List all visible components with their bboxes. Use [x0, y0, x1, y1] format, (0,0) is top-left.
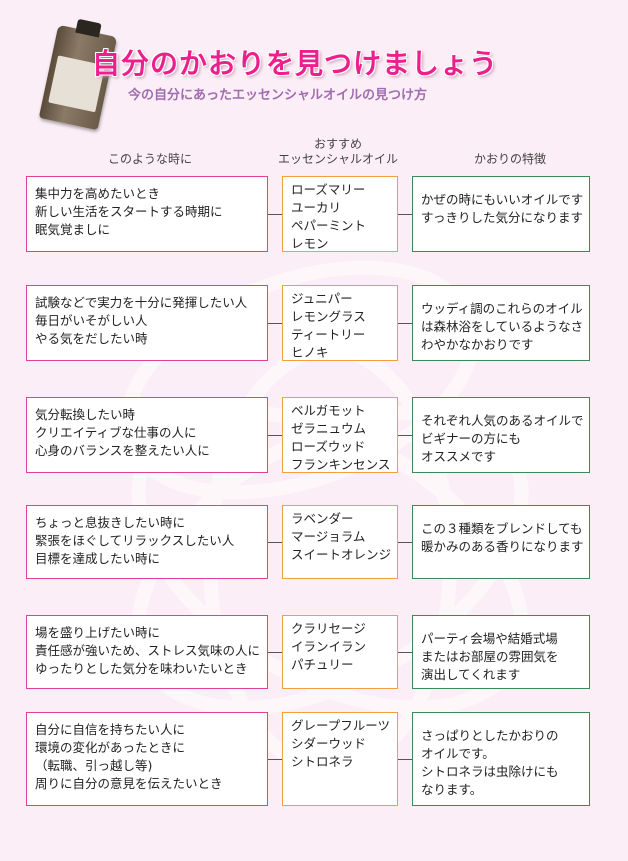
- situation-box: 自分に自信を持ちたい人に環境の変化があったときに （転職、引っ越し等) 周りに自分の…: [26, 712, 268, 806]
- oil-box-line: ベルガモット: [291, 403, 366, 418]
- situation-box: 場を盛り上げたい時に責任感が強いため、ストレス気味の人にゆったりとした気分を味わ…: [26, 615, 268, 689]
- connector-line: [398, 323, 412, 324]
- situation-box-line: 眠気覚ましに: [35, 222, 111, 237]
- feature-box-line: さっぱりとしたかおりの: [421, 728, 559, 743]
- oil-box-line: ジュニパー: [291, 291, 353, 306]
- page-subtitle: 今の自分にあったエッセンシャルオイルの見つけ方: [128, 88, 428, 103]
- feature-box-line: すっきりした気分になります: [421, 210, 584, 225]
- connector-line: [398, 652, 412, 653]
- connector-line: [268, 759, 282, 760]
- feature-box-line: かぜの時にもいいオイルです: [421, 192, 584, 207]
- connector-line: [268, 323, 282, 324]
- oil-box-line: スイートオレンジ: [291, 547, 392, 562]
- feature-box: パーティ会場や結婚式場またはお部屋の雰囲気を演出してくれます: [412, 615, 590, 689]
- column-header-oil: おすすめ エッセンシャルオイル: [258, 137, 418, 167]
- situation-box-line: 集中力を高めたいとき: [35, 186, 161, 201]
- feature-box-line: ビギナーの方にも: [421, 431, 522, 446]
- situation-box: 気分転換したい時クリエイティブな仕事の人に心身のバランスを整えたい人に: [26, 397, 268, 473]
- oil-box-line: ラベンダー: [291, 511, 354, 526]
- oil-box-line: シダーウッド: [291, 736, 367, 751]
- oil-box-line: ローズマリー: [291, 182, 366, 197]
- connector-line: [268, 435, 282, 436]
- oil-box: ローズマリーユーカリペパーミントレモン: [282, 176, 398, 252]
- feature-box-line: またはお部屋の雰囲気を: [421, 649, 559, 664]
- feature-box: かぜの時にもいいオイルですすっきりした気分になります: [412, 176, 590, 252]
- oil-box-line: ヒノキ: [291, 345, 329, 360]
- oil-box-line: マージョラム: [291, 529, 366, 544]
- feature-box-line: それぞれ人気のあるオイルで: [421, 413, 584, 428]
- situation-box-line: 心身のバランスを整えたい人に: [35, 443, 210, 458]
- feature-box-line: この３種類をブレンドしても: [421, 521, 583, 536]
- oil-box: ラベンダーマージョラムスイートオレンジ: [282, 505, 398, 579]
- connector-line: [398, 214, 412, 215]
- situation-box-line: 環境の変化があったときに: [35, 740, 186, 755]
- situation-box-line: やる気をだしたい時: [35, 331, 148, 346]
- oil-box-line: レモングラス: [291, 309, 366, 324]
- situation-box-line: 自分に自信を持ちたい人に: [35, 722, 186, 737]
- connector-line: [398, 435, 412, 436]
- situation-box-line: 責任感が強いため、ストレス気味の人に: [35, 643, 261, 658]
- connector-line: [398, 759, 412, 760]
- connector-line: [398, 542, 412, 543]
- oil-box-line: レモン: [291, 236, 329, 251]
- feature-box-line: ウッディ調のこれらのオイル: [421, 301, 583, 316]
- oil-box-line: ティートリー: [291, 327, 366, 342]
- oil-box-line: ペパーミント: [291, 218, 367, 233]
- oil-box-line: イランイラン: [291, 639, 367, 654]
- situation-box: 集中力を高めたいとき新しい生活をスタートする時期に眠気覚ましに: [26, 176, 268, 252]
- situation-box-line: 場を盛り上げたい時に: [35, 625, 161, 640]
- feature-box-line: シトロネラは虫除けにも: [421, 764, 559, 779]
- feature-box-line: 暖かみのある香りになります: [421, 539, 584, 554]
- oil-box-line: ゼラニュウム: [291, 421, 367, 436]
- situation-box: ちょっと息抜きしたい時に緊張をほぐしてリラックスしたい人目標を達成したい時に: [26, 505, 268, 579]
- oil-box: クラリセージイランイランパチュリー: [282, 615, 398, 689]
- feature-box-line: なります。: [421, 782, 483, 797]
- oil-box-line: グレープフルーツ: [291, 718, 391, 733]
- oil-box-line: パチュリー: [291, 657, 354, 672]
- oil-box-line: ユーカリ: [291, 200, 342, 215]
- oil-box-line: シトロネラ: [291, 754, 354, 769]
- situation-box-line: 目標を達成したい時に: [35, 551, 161, 566]
- column-header-situation: このような時に: [107, 152, 192, 166]
- situation-box-line: 緊張をほぐしてリラックスしたい人: [35, 533, 235, 548]
- feature-box-line: 演出してくれます: [421, 667, 521, 682]
- situation-box-line: 気分転換したい時: [35, 407, 136, 422]
- feature-box: さっぱりとしたかおりのオイルです。シトロネラは虫除けにもなります。: [412, 712, 590, 806]
- situation-box-line: 周りに自分の意見を伝えたいとき: [35, 776, 223, 791]
- situation-box-line: ゆったりとした気分を味わいたいとき: [35, 661, 248, 676]
- oil-box: ベルガモットゼラニュウムローズウッドフランキンセンス: [282, 397, 398, 473]
- oil-box-line: フランキンセンス: [291, 457, 391, 472]
- oil-box-line: ローズウッド: [291, 439, 366, 454]
- situation-box: 試験などで実力を十分に発揮したい人毎日がいそがしい人やる気をだしたい時: [26, 285, 268, 361]
- feature-box-line: わやかなかおりです: [421, 337, 534, 352]
- column-header-feature: かおりの特徴: [473, 152, 546, 166]
- connector-line: [268, 542, 282, 543]
- column-header-oil-line1: おすすめ: [313, 137, 362, 151]
- column-header-oil-line2: エッセンシャルオイル: [277, 152, 398, 166]
- feature-box-line: オイルです。: [421, 746, 495, 761]
- feature-box-line: オススメです: [421, 449, 497, 464]
- feature-box: それぞれ人気のあるオイルでビギナーの方にもオススメです: [412, 397, 590, 473]
- situation-box-line: 試験などで実力を十分に発揮したい人: [35, 295, 248, 310]
- connector-line: [268, 214, 282, 215]
- connector-line: [268, 652, 282, 653]
- feature-box-line: パーティ会場や結婚式場: [421, 631, 558, 646]
- feature-box: この３種類をブレンドしても暖かみのある香りになります: [412, 505, 590, 579]
- feature-box-line: は森林浴をしているようなさ: [421, 319, 584, 334]
- situation-box-line: 毎日がいそがしい人: [35, 313, 148, 328]
- situation-box-line: （転職、引っ越し等): [35, 758, 153, 773]
- oil-box-line: クラリセージ: [291, 621, 366, 636]
- situation-box-line: ちょっと息抜きしたい時に: [35, 515, 186, 530]
- situation-box-line: クリエイティブな仕事の人に: [35, 425, 197, 440]
- situation-box-line: 新しい生活をスタートする時期に: [35, 204, 223, 219]
- page-title: 自分のかおりを見つけましょう: [92, 47, 499, 80]
- feature-box: ウッディ調のこれらのオイルは森林浴をしているようなさわやかなかおりです: [412, 285, 590, 361]
- oil-box: グレープフルーツシダーウッドシトロネラ: [282, 712, 398, 806]
- oil-box: ジュニパーレモングラスティートリーヒノキ: [282, 285, 398, 361]
